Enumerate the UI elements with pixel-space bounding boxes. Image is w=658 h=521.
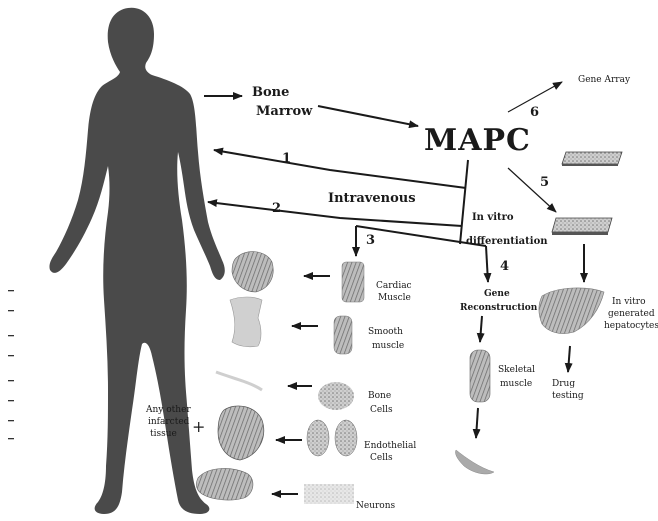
number-5: 5: [540, 175, 549, 190]
hepatocytes-label-2: generated: [608, 309, 655, 319]
arrow-gene-recon-to-skeletal: [480, 316, 482, 342]
leg-muscle-image: [455, 450, 494, 474]
bone-cells-image: [318, 382, 354, 410]
gene-array-label: Gene Array: [578, 75, 631, 85]
brain-image: [196, 468, 253, 500]
endothelial-cell-image-2: [335, 420, 357, 456]
gene-array-slide: [562, 152, 622, 166]
bone-cells-label-1: Bone: [368, 391, 391, 401]
neurons-label: Neurons: [356, 501, 396, 511]
human-silhouette: [49, 8, 224, 514]
cardiac-muscle-label-2: Muscle: [378, 293, 411, 303]
number-2: 2: [272, 201, 281, 216]
vessel-image: [230, 297, 262, 347]
arrow-4: [486, 246, 488, 282]
bone-marrow-label-2: Marrow: [256, 104, 313, 119]
bone-marrow-label-1: Bone: [252, 85, 289, 100]
neurons-image: [304, 484, 354, 504]
skeletal-muscle-image: [470, 350, 490, 402]
arrow-bone-marrow-to-mapc: [318, 106, 418, 126]
hepatocyte-slide: [552, 218, 612, 235]
endothelial-cells-label-1: Endothelial: [364, 441, 416, 451]
smooth-muscle-label-1: Smooth: [368, 327, 403, 337]
hepatocytes-label-3: hepatocytes: [604, 321, 658, 331]
mapc-label: MAPC: [424, 123, 531, 158]
cardiac-muscle-image: [342, 262, 364, 302]
heart-anatomy-image: [218, 406, 264, 460]
endothelial-cells-label-2: Cells: [370, 453, 393, 463]
drug-testing-label-2: testing: [552, 391, 584, 401]
in-vitro-differentiation-label-1: In vitro: [472, 212, 514, 223]
cut-off-text-marks: [8, 290, 14, 439]
gene-reconstruction-label-1: Gene: [484, 289, 510, 299]
cardiac-muscle-label-1: Cardiac: [376, 281, 412, 291]
mapc-down-line: [460, 160, 468, 244]
plus-sign: +: [192, 417, 205, 436]
arrow-liver-to-drug-testing: [568, 346, 570, 372]
number-6: 6: [530, 105, 539, 120]
smooth-muscle-image: [334, 316, 352, 354]
number-1: 1: [282, 151, 291, 166]
bone-cells-label-2: Cells: [370, 405, 393, 415]
smooth-muscle-label-2: muscle: [372, 341, 404, 351]
endothelial-cell-image-1: [307, 420, 329, 456]
skeletal-muscle-label-2: muscle: [500, 379, 532, 389]
intravenous-label: Intravenous: [328, 191, 416, 206]
drug-testing-label-1: Drug: [552, 379, 575, 389]
hepatocytes-label-1: In vitro: [612, 297, 646, 307]
other-tissue-label-2: infarcted: [148, 417, 190, 427]
liver-image: [539, 288, 604, 334]
other-tissue-label-1: Any other: [145, 405, 191, 415]
skeletal-muscle-label-1: Skeletal: [498, 365, 535, 375]
bone-image: [216, 372, 262, 390]
arrow-skeletal-to-leg: [476, 408, 478, 438]
gene-reconstruction-label-2: Reconstruction: [460, 303, 538, 313]
number-4: 4: [500, 259, 509, 274]
number-3: 3: [366, 233, 375, 248]
heart-organ-image: [232, 252, 273, 292]
other-tissue-label-3: tissue: [150, 429, 177, 439]
